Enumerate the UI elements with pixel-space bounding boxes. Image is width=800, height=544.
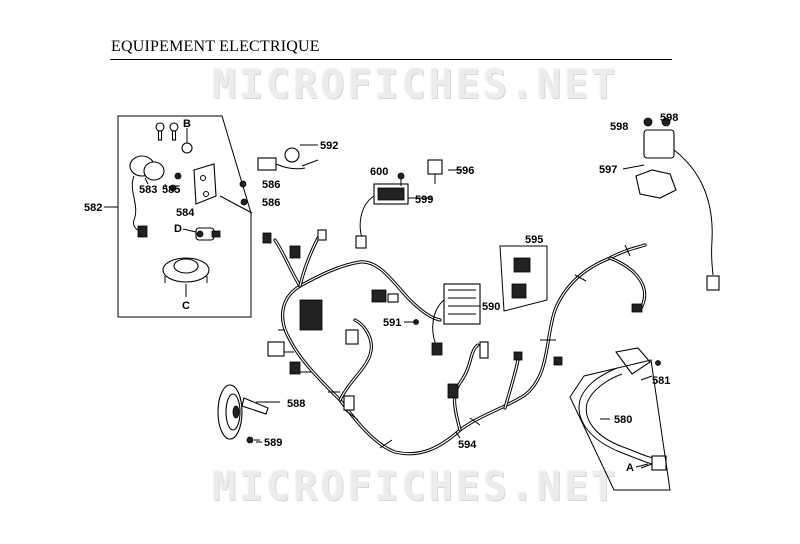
- callout-584: 584: [176, 207, 195, 219]
- seat-lock-c-icon: [162, 257, 210, 297]
- lock-d-icon: [182, 227, 221, 241]
- relay-592-icon: [257, 144, 319, 171]
- callout-599: 599: [415, 194, 433, 206]
- callout-595: 595: [525, 234, 543, 246]
- cdi-unit-icon: [355, 172, 409, 249]
- callout-583: 583: [139, 184, 157, 196]
- wiring-harness: [273, 236, 647, 456]
- watermark-top: MICROFICHES.NET: [212, 62, 619, 108]
- label-b: B: [183, 118, 191, 130]
- page-title: EQUIPEMENT ELECTRIQUE: [111, 38, 320, 55]
- ignition-kit-box: [104, 115, 252, 318]
- callout-588: 588: [287, 398, 305, 410]
- starter-cable-icon: [578, 347, 667, 471]
- starter-box: [569, 359, 671, 491]
- callout-589: 589: [264, 437, 282, 449]
- connector-596-icon: [427, 159, 443, 184]
- callout-580: 580: [614, 414, 632, 426]
- bolt-586-icons: [239, 180, 248, 206]
- title-underline: [110, 59, 672, 60]
- bolt-589-icon: [246, 436, 260, 444]
- regulator-icon: [413, 283, 481, 356]
- callout-581: 581: [652, 375, 670, 387]
- callout-590: 590: [482, 301, 500, 313]
- watermark-bottom: MICROFICHES.NET: [212, 464, 619, 510]
- label-c: C: [182, 300, 190, 312]
- callout-596: 596: [456, 165, 474, 177]
- keys-icon: [155, 122, 179, 141]
- cap-b-icon: [181, 128, 193, 154]
- starter-relay-icon: [622, 117, 720, 291]
- callout-598-left: 598: [610, 121, 628, 133]
- callout-582: 582: [84, 202, 102, 214]
- callout-591: 591: [383, 317, 401, 329]
- ignition-switch-icon: [129, 155, 165, 238]
- label-d: D: [174, 223, 182, 235]
- callout-597: 597: [599, 164, 617, 176]
- callout-592: 592: [320, 140, 338, 152]
- horn-icon: [217, 384, 269, 440]
- bolt-585-icon: [169, 172, 182, 192]
- callout-586-top: 586: [262, 179, 280, 191]
- flasher-box: [499, 245, 548, 312]
- leader-lines: [144, 169, 653, 468]
- callouts: 582 583 585 584 B D C 586 586 592 600 59…: [84, 112, 678, 474]
- label-a: A: [626, 462, 634, 474]
- harness-connectors: [262, 229, 643, 411]
- callout-598-right: 598: [660, 112, 678, 124]
- bracket-icon: [193, 163, 217, 205]
- callout-600: 600: [370, 166, 388, 178]
- callout-586-bottom: 586: [262, 197, 280, 209]
- callout-594: 594: [458, 439, 477, 451]
- callout-585: 585: [162, 184, 180, 196]
